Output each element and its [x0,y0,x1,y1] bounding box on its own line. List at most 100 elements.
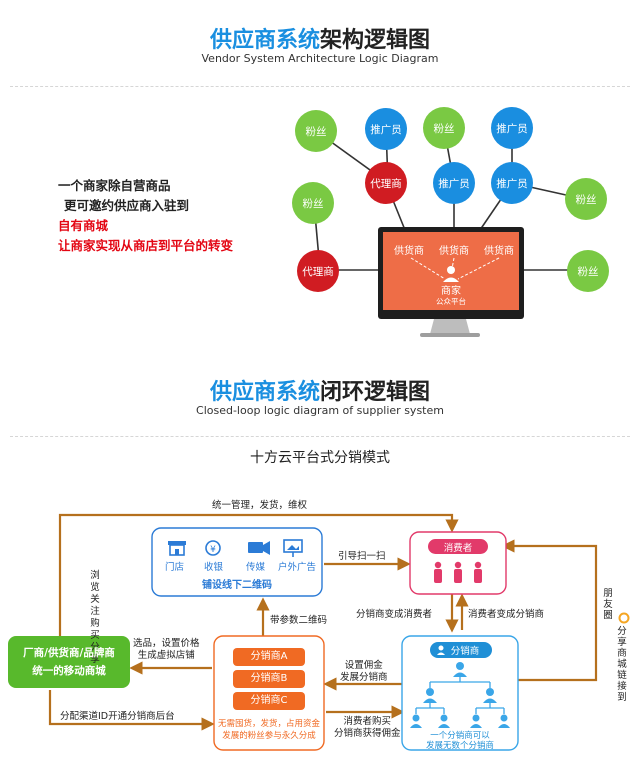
offline-box [151,527,323,597]
offline-caption: 铺设线下二维码 [202,580,272,591]
arrow-right-loop [501,539,598,682]
node-fans-1-label: 粉丝 [306,125,327,138]
distributor-tree-people [410,662,510,728]
consumer-label: 消费者 [443,543,473,554]
divider-top [10,86,630,87]
node-promoter-3-label: 推广员 [438,177,470,190]
node-fans-4-label: 粉丝 [303,197,324,210]
distributor-pill-icon [437,645,445,655]
arrow-top-loop [58,513,459,636]
closed-loop-title-dark: 闭环逻辑图 [320,380,431,405]
description-line-3: 自有商城 [58,218,109,233]
distributor-tree-caption: 一个分销商可以 发展无数个分销商 [402,731,518,751]
node-fans-3-circle [565,178,607,220]
label-right-vertical-1: 朋友圈 [603,588,613,621]
mode-title: 十方云平台式分销模式 [250,450,390,466]
select-line-1: 选品，设置价格 [133,638,200,649]
node-promoter-3-circle [433,162,475,204]
distributor-item-b: 分销商B [233,670,305,688]
offline-label-media: 传媒 [246,562,266,573]
label-unified-management: 统一管理，发货，维权 [212,500,308,511]
description-block: 一个商家除自营商品 更可邀约供应商入驻到 自有商城 让商家实现从商店到平台的转变 [58,176,233,256]
node-agent-2-label: 代理商 [302,265,334,278]
distributor-tree-pill [430,642,492,658]
label-right-vertical-2: 分享商城链接到 [617,626,627,703]
offline-label-store: 门店 [165,562,185,573]
arrow-bottom [48,690,215,731]
distributor-item-a: 分销商A [233,648,305,666]
node-promoter-4-label: 推广员 [496,177,528,190]
description-line-4: 让商家实现从商店到平台的转变 [58,238,234,253]
node-fans-5-circle [567,250,609,292]
architecture-title-blue: 供应商系统 [209,28,320,53]
select-line-2: 生成虚拟店铺 [137,650,195,661]
consumer-people-icon [434,561,482,583]
store-icon [168,541,186,556]
node-fans-5-label: 粉丝 [578,265,599,278]
offline-label-cashier: 收银 [204,562,224,573]
label-purchase: 消费者购买 分销商获得佣金 [334,716,401,740]
label-select-products: 选品，设置价格 生成虚拟店铺 [133,638,200,662]
architecture-subtitle: Vendor System Architecture Logic Diagram [201,52,439,65]
description-line-2: 更可邀约供应商入驻到 [64,198,190,213]
node-promoter-2-circle [491,107,533,149]
distributor-tree-caption-2: 发展无数个分销商 [425,741,494,751]
network-nodes [292,107,609,292]
monitor-stand [420,333,480,337]
monitor-platform: 公众平台 [436,296,466,306]
label-channel-id: 分配渠道ID开通分销商后台 [60,711,175,722]
left-vertical-2: 关注 [90,594,100,617]
mall-box-line-1: 厂商/供货商/品牌商 [23,647,115,659]
billboard-icon [283,539,303,557]
distributor-tree-caption-1: 一个分销商可以 [430,731,490,741]
distributor-tree-box [401,635,519,751]
svg-text:¥: ¥ [210,545,216,555]
monitor-supplier-1: 供货商 [394,244,424,257]
mall-box-text: 厂商/供货商/品牌商 统一的移动商城 [8,644,130,680]
label-commission: 设置佣金 发展分销商 [340,660,388,684]
media-icon [248,541,270,555]
node-promoter-1-circle [365,108,407,150]
consumer-pill [428,539,488,554]
node-agent-1-label: 代理商 [370,177,402,190]
label-consumer-to-distributor: 消费者变成分销商 [468,609,545,620]
cashier-icon: ¥ [205,540,221,556]
monitor-neck [430,319,470,334]
node-fans-4-circle [292,182,334,224]
distributor-item-c: 分销商C [233,692,305,710]
architecture-title-dark: 架构逻辑图 [320,28,431,53]
label-left-vertical: 浏览 关注 购买 分享 [86,570,104,666]
label-param-qr: 带参数二维码 [270,615,328,626]
node-fans-2-circle [423,107,465,149]
distributor-list-caption-1: 无需囤货，发货，占用资金 [217,719,320,729]
offline-label-billboard: 户外广告 [278,562,317,573]
monitor-supplier-3: 供货商 [484,244,514,257]
left-vertical-4: 分享 [90,642,100,665]
monitor-merchant: 商家 [441,284,461,297]
share-icon [618,612,630,624]
closed-loop-title: 供应商系统闭环逻辑图 [0,374,640,406]
description-line-1: 一个商家除自营商品 [58,178,171,193]
node-fans-1-circle [295,110,337,152]
merchant-icon [443,266,459,282]
node-fans-2-label: 粉丝 [434,122,455,135]
commission-line-1: 设置佣金 [344,660,383,671]
distributor-list-caption-2: 发展的粉丝参与永久分成 [222,731,316,741]
closed-loop-title-blue: 供应商系统 [209,380,320,405]
monitor-supplier-2: 供货商 [439,244,469,257]
node-promoter-2-label: 推广员 [496,122,528,135]
label-distributor-to-consumer: 分销商变成消费者 [356,609,433,620]
left-vertical-3: 购买 [90,618,100,641]
purchase-line-2: 分销商获得佣金 [334,728,401,739]
architecture-network: 粉丝 推广员 粉丝 推广员 代理商 推广员 推广员 粉丝 粉丝 代理商 粉丝 供… [292,107,609,337]
flow-arrows [48,513,598,731]
distributor-list-caption: 无需囤货，发货，占用资金 发展的粉丝参与永久分成 [214,718,324,742]
label-guide-scan: 引导扫一扫 [338,551,386,562]
divider-middle [10,436,630,437]
offline-icons: ¥ [168,539,303,557]
left-vertical-1: 浏览 [90,570,100,593]
node-promoter-4-circle [491,162,533,204]
commission-line-2: 发展分销商 [340,672,388,683]
monitor-dashed-lines [410,257,500,280]
architecture-title: 供应商系统架构逻辑图 [0,22,640,54]
